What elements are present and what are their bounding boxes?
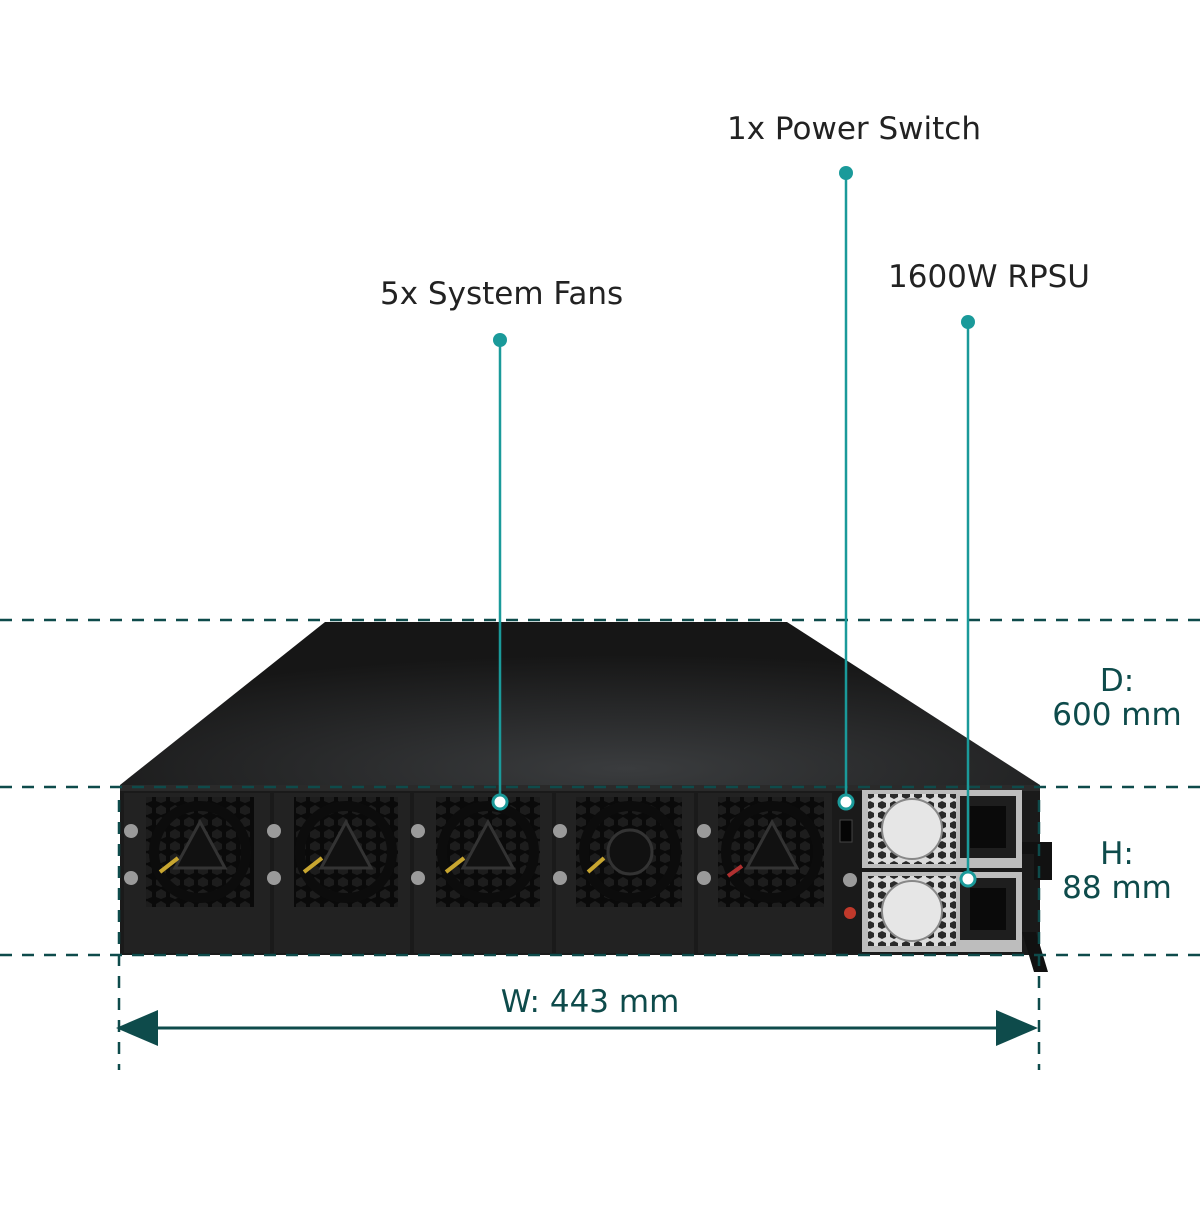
psu-module-top [862,790,1052,880]
fan-module-4 [553,793,694,953]
height-label: H: [1100,836,1134,872]
fan-module-2 [267,793,410,953]
rpsu-label: 1600W RPSU [888,259,1090,295]
depth-dimension: D: 600 mm [1050,664,1184,732]
fans-callout [491,333,509,811]
height-dimension: H: 88 mm [1050,837,1184,905]
power-switch [839,819,857,919]
fan-module-3 [411,793,552,953]
fans-label: 5x System Fans [380,276,624,312]
height-value: 88 mm [1062,870,1172,906]
chassis-top [120,622,1040,785]
dimension-guides [0,618,1200,1070]
fan-module-5 [697,793,832,953]
depth-value: 600 mm [1052,697,1182,733]
depth-label: D: [1099,663,1135,699]
power-switch-label: 1x Power Switch [727,111,981,147]
fan-module-1 [124,793,270,953]
rpsu-callout [959,315,977,888]
width-dimension: W: 443 mm [500,984,680,1020]
psu-module-bottom [862,872,1048,972]
power-switch-callout [837,166,855,811]
